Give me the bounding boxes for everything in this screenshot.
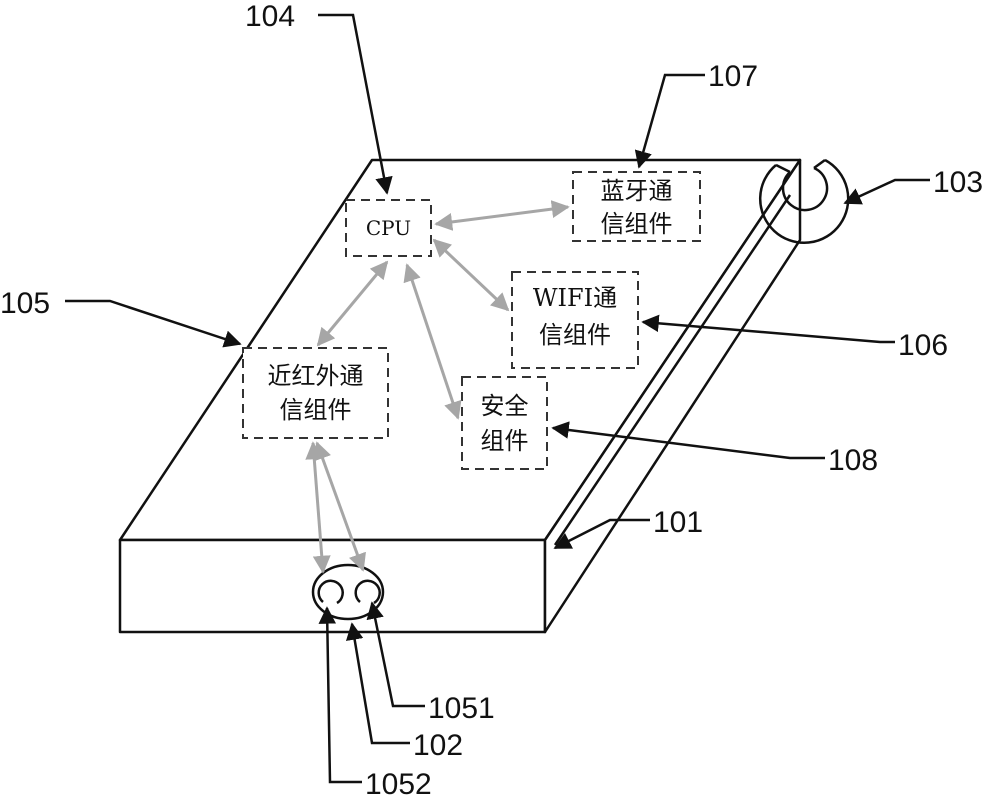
label-108: 108 <box>828 444 878 477</box>
label-1052: 1052 <box>365 768 432 801</box>
leader-1052 <box>318 606 362 784</box>
security-module-box <box>461 376 548 470</box>
label-103: 103 <box>933 166 983 199</box>
infrared-module-label-line1: 近红外通 <box>268 362 364 390</box>
infrared-module-label-line2: 信组件 <box>280 396 352 424</box>
leader-1051 <box>366 601 425 708</box>
security-module-label-line2: 组件 <box>481 427 529 455</box>
infrared-module-box <box>242 347 389 439</box>
cpu-infrared-link <box>316 260 389 347</box>
label-1051: 1051 <box>428 692 495 725</box>
wifi-module-label-line1: WIFI通 <box>533 284 617 312</box>
infrared-emitter-1051-link <box>314 441 366 572</box>
leader-107 <box>634 73 705 169</box>
cpu-box <box>345 199 432 257</box>
leader-108 <box>551 421 825 460</box>
leader-105 <box>65 299 242 348</box>
wifi-module-label-line2: 信组件 <box>539 321 611 349</box>
leader-103 <box>843 178 930 205</box>
leader-104 <box>318 13 393 195</box>
bluetooth-module-box <box>572 171 701 242</box>
leader-106 <box>641 314 895 344</box>
label-106: 106 <box>898 329 948 362</box>
lanyard-ring-icon <box>758 158 850 244</box>
leader-101 <box>553 518 650 550</box>
bluetooth-module-label-line1: 蓝牙通 <box>601 177 673 205</box>
housing-side-face <box>543 158 802 634</box>
label-102: 102 <box>413 729 463 762</box>
bluetooth-module-label-line2: 信组件 <box>601 210 673 238</box>
cpu-bluetooth-link <box>434 200 570 231</box>
leader-102 <box>345 622 410 745</box>
wifi-module-box <box>511 271 639 369</box>
cpu-wifi-link <box>432 238 510 312</box>
label-104: 104 <box>245 0 295 33</box>
cpu-security-link <box>403 263 462 420</box>
label-105: 105 <box>0 287 50 320</box>
infrared-port-icon <box>311 563 385 621</box>
security-module-label-line1: 安全 <box>481 392 529 420</box>
label-101: 101 <box>653 506 703 539</box>
housing-side-groove <box>553 194 792 546</box>
cpu-label: CPU <box>366 216 411 240</box>
label-107: 107 <box>708 60 758 93</box>
